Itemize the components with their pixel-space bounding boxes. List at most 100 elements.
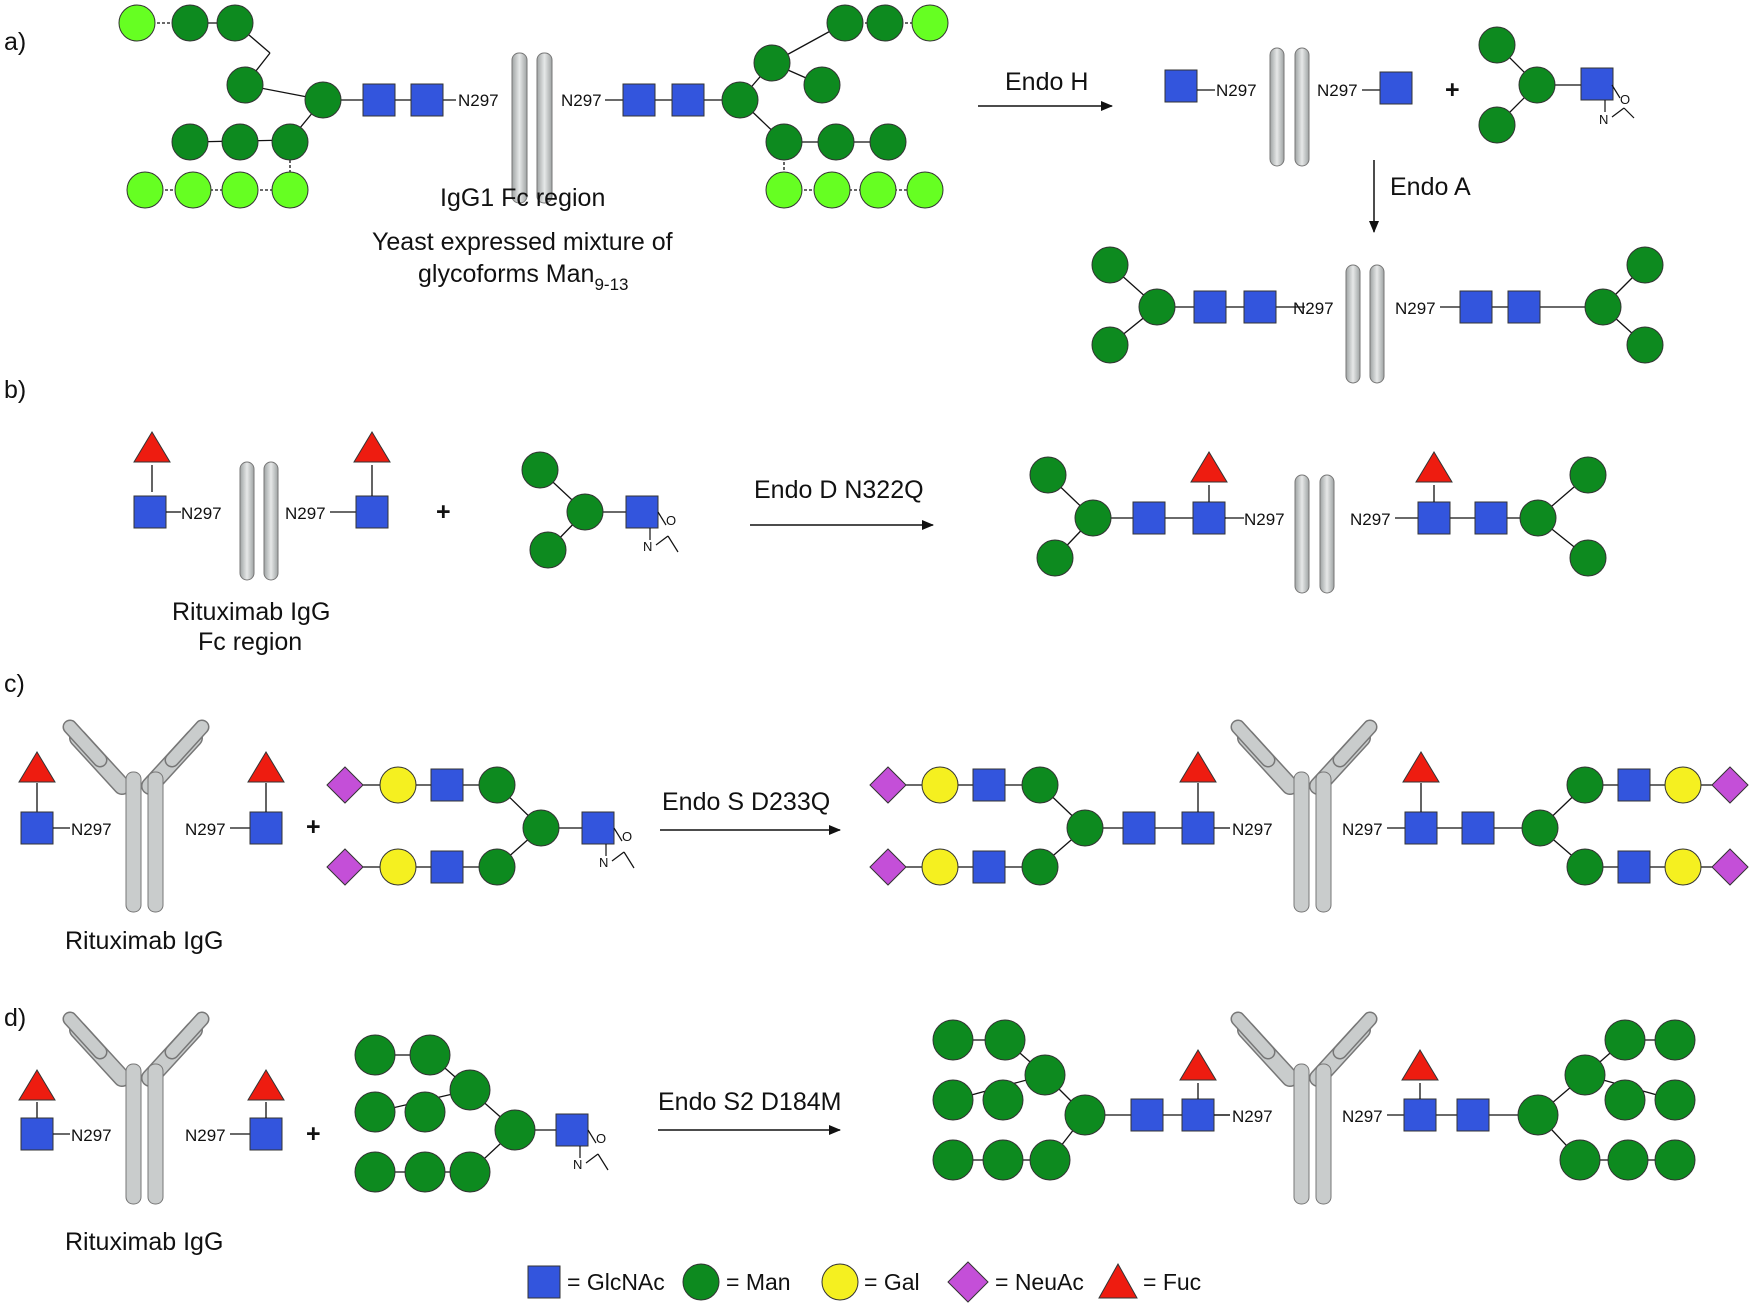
man-icon (1091, 326, 1129, 364)
man-icon (1654, 1139, 1696, 1181)
glcnac-icon (249, 811, 283, 845)
man-light-icon (271, 171, 309, 209)
man-icon (932, 1019, 974, 1061)
oxazoline-o: O (1620, 92, 1630, 107)
residue-n297: N297 (1350, 510, 1391, 529)
man-icon (216, 4, 254, 42)
oxazoline-o: O (622, 829, 632, 844)
man-icon (753, 44, 791, 82)
residue-n297: N297 (1342, 820, 1383, 839)
fc-region-icon (239, 461, 279, 581)
panel-d-label: d) (4, 1004, 26, 1032)
man-icon (1138, 288, 1176, 326)
caption-man: glycoforms Man (418, 260, 594, 288)
panel-d: d) N297 N297 + (4, 1004, 1696, 1256)
gal-icon (821, 1263, 859, 1301)
enzyme-endo-h: Endo H (1005, 68, 1088, 96)
fuc-icon (247, 751, 285, 783)
man-icon (984, 1019, 1026, 1061)
man-icon (803, 66, 841, 104)
caption-line1: Yeast expressed mixture of (372, 228, 673, 256)
neuac-icon (326, 766, 364, 804)
plus-sign: + (306, 1120, 321, 1148)
gal-icon (1664, 848, 1702, 886)
man-icon (682, 1263, 720, 1301)
man-icon (1024, 1054, 1066, 1096)
fuc-icon (1190, 451, 1228, 483)
glcnac-icon (1456, 1098, 1490, 1132)
man-light-icon (126, 171, 164, 209)
product-a: N297 N297 (1091, 246, 1664, 384)
glcnac-icon (1461, 811, 1495, 845)
man-icon (866, 4, 904, 42)
man-light-icon (765, 171, 803, 209)
legend-glcnac: = GlcNAc (567, 1269, 665, 1295)
fuc-icon (1098, 1262, 1138, 1299)
man-icon (521, 451, 559, 489)
symbol-legend: = GlcNAc = Man = Gal = NeuAc = Fuc (527, 1261, 1201, 1303)
man-icon (304, 81, 342, 119)
gal-icon (379, 766, 417, 804)
fc-region-icon (1294, 474, 1335, 594)
enzyme-endo-s: Endo S D233Q (662, 788, 830, 816)
plus-sign: + (436, 498, 451, 526)
protein-label: Rituximab IgG (65, 927, 223, 955)
plus-sign: + (306, 813, 321, 841)
product-d: N297 N297 (932, 1011, 1696, 1205)
man-icon (1478, 26, 1516, 64)
man-icon (1021, 848, 1059, 886)
plus-sign: + (1445, 76, 1460, 104)
man-icon (449, 1069, 491, 1111)
glcnac-icon (1164, 69, 1198, 103)
oxazoline-donor-sct: O N (326, 766, 635, 886)
igg-antibody-icon (1230, 719, 1378, 913)
oxazoline-donor-man9: O N (354, 1034, 609, 1193)
man-light-icon (813, 171, 851, 209)
glcnac-icon (1181, 1098, 1215, 1132)
man-light-icon (118, 4, 156, 42)
residue-n297: N297 (458, 91, 499, 110)
man-icon (721, 81, 759, 119)
man-icon (765, 123, 803, 161)
glycan-right-man9-13 (605, 4, 949, 209)
glcnac-icon (622, 83, 656, 117)
glcnac-icon (430, 850, 464, 884)
man-icon (1564, 1054, 1606, 1096)
glcnac-icon (1417, 501, 1451, 535)
man-icon (932, 1139, 974, 1181)
man-icon (1029, 1139, 1071, 1181)
panel-a: a) N2 (4, 4, 1664, 384)
gal-icon (921, 848, 959, 886)
man-icon (478, 766, 516, 804)
glcnac-icon (1617, 850, 1651, 884)
man-icon (271, 123, 309, 161)
man-light-icon (906, 171, 944, 209)
man-light-icon (221, 171, 259, 209)
neuac-icon (326, 848, 364, 886)
fc-region-icon (511, 52, 553, 204)
man-icon (171, 123, 209, 161)
glcnac-icon (1474, 501, 1508, 535)
man-icon (1517, 1094, 1559, 1136)
man-light-icon (911, 4, 949, 42)
neuac-icon (1711, 848, 1749, 886)
man-icon (1604, 1079, 1646, 1121)
fuc-icon (1415, 451, 1453, 483)
legend-gal: = Gal (864, 1269, 920, 1295)
man-icon (449, 1151, 491, 1193)
caption-subscript: 9-13 (594, 275, 628, 294)
fuc-icon (1179, 751, 1217, 783)
glcnac-icon (1459, 290, 1493, 324)
glcnac-icon (1132, 501, 1166, 535)
protein-label-line2: Fc region (198, 628, 302, 656)
glcnac-icon (430, 768, 464, 802)
man-icon (1569, 539, 1607, 577)
man-icon (1029, 456, 1067, 494)
glcnac-icon (20, 1117, 54, 1151)
man-icon (354, 1034, 396, 1076)
panel-b: b) N297 N297 + O N (4, 376, 1607, 656)
fuc-icon (1179, 1049, 1217, 1081)
fc-region-icon (1345, 264, 1385, 384)
man-light-icon (859, 171, 897, 209)
fuc-icon (18, 751, 56, 783)
